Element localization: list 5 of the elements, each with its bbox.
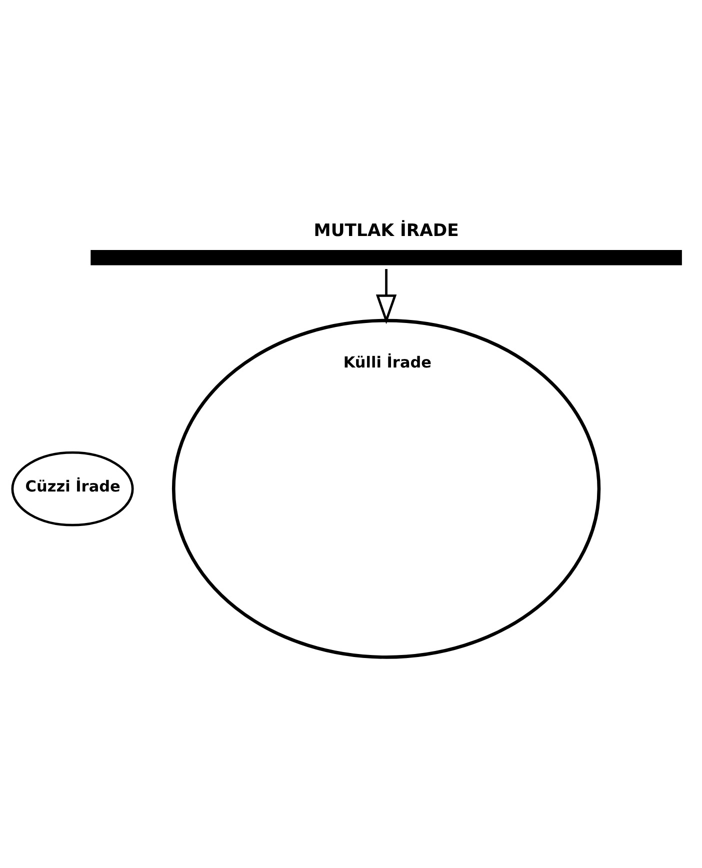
arrow (376, 268, 397, 324)
node-box (90, 249, 682, 265)
node-ellipse: Cüzzi İrade (11, 450, 134, 526)
node-ellipse: Külli İrade (172, 318, 601, 658)
node-label: MUTLAK İRADE (314, 220, 459, 241)
